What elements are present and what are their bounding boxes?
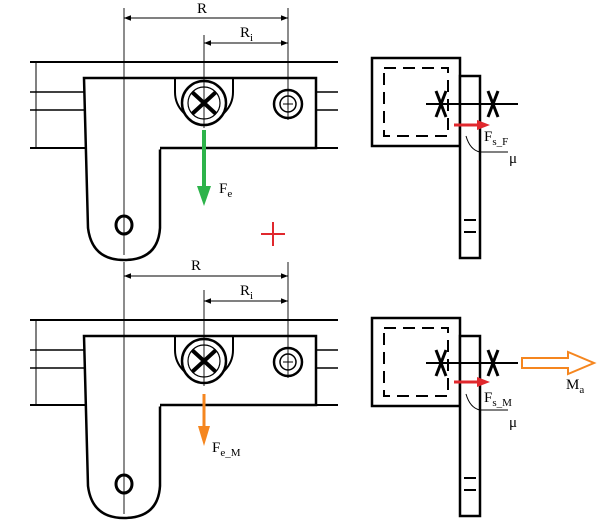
top-mu-label: μ [509, 151, 517, 167]
center-plus-marker [261, 222, 285, 246]
top-carriage-body [82, 76, 318, 262]
top-side-nut-left [434, 90, 448, 118]
bottom-mu-leader [465, 393, 508, 411]
top-force-arrow [197, 130, 211, 206]
top-front-view: R Ri Fe [30, 1, 338, 262]
top-force-label: Fe [219, 181, 232, 200]
top-center-lines [123, 8, 289, 255]
top-friction-arrow [454, 120, 490, 130]
bottom-side-nut-left [434, 349, 448, 377]
bottom-force-arrow [198, 394, 210, 446]
top-mu-leader [465, 135, 508, 153]
top-friction-label: Fs_F [484, 129, 508, 148]
moment-label: Ma [566, 377, 584, 396]
bottom-dim-label-ri: Ri [240, 283, 253, 302]
bottom-side-dashes [464, 477, 476, 491]
top-side-hidden-outline [383, 67, 449, 137]
top-side-nut-right [486, 90, 500, 118]
top-side-plate [458, 74, 482, 260]
moment-arrow [521, 350, 597, 376]
bottom-side-nut-right [486, 349, 500, 377]
bottom-center-lines [123, 262, 289, 514]
bottom-mu-label: μ [509, 415, 517, 431]
bottom-front-view: R Ri Fe_M [30, 258, 338, 520]
bottom-friction-label: Fs_M [484, 390, 512, 409]
bottom-side-view: Fs_M μ Ma [370, 316, 597, 518]
top-dim-label-r: R [197, 1, 207, 17]
bottom-dim-label-r: R [191, 258, 201, 274]
top-side-view: Fs_F μ [370, 56, 518, 260]
bottom-force-label: Fe_M [212, 440, 241, 459]
bottom-carriage-body [82, 334, 318, 520]
top-side-block [370, 56, 462, 148]
top-side-dashes [464, 219, 476, 233]
top-dim-label-ri: Ri [240, 25, 253, 44]
bottom-friction-arrow [454, 377, 490, 387]
